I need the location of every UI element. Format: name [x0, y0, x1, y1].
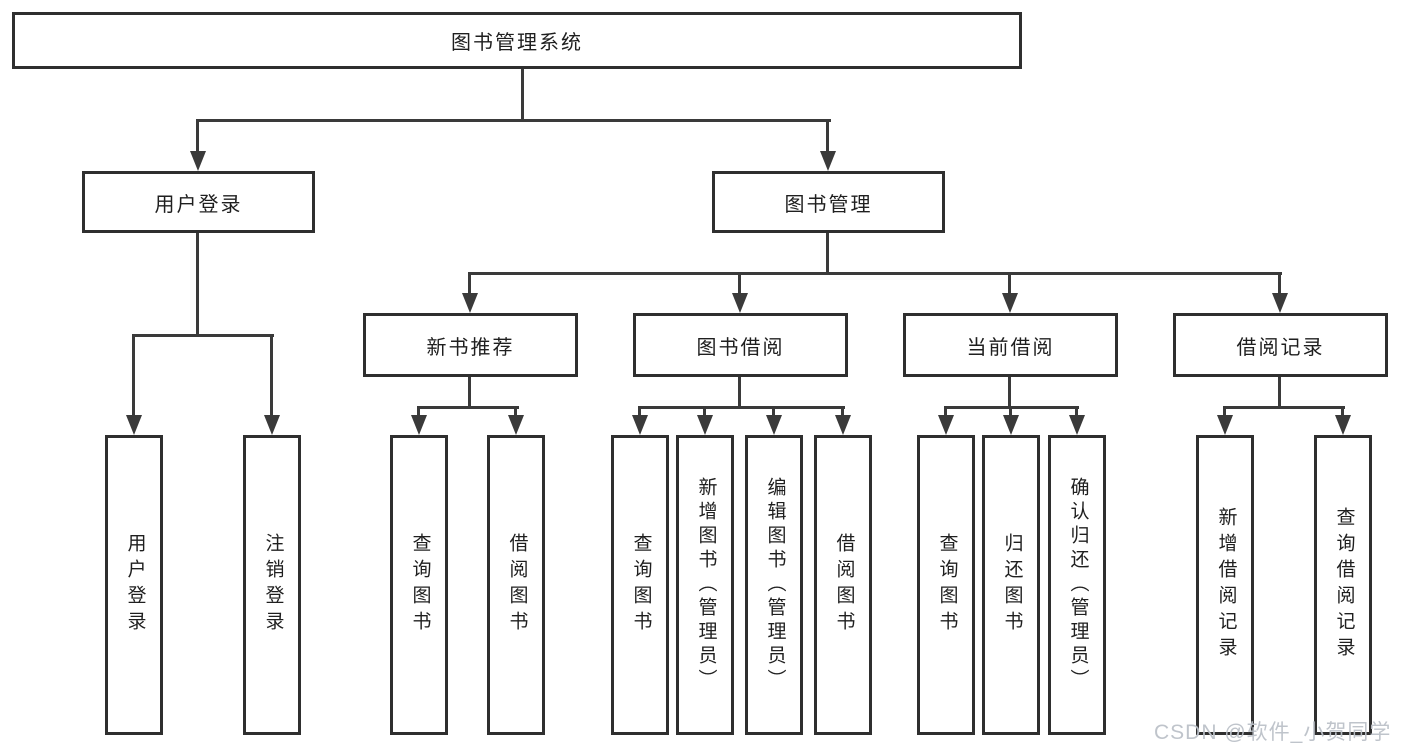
arrow-down-leaf-user-login [126, 415, 142, 435]
leaf-newbook-borrow-books-label: 借阅图书 [506, 533, 528, 637]
connector-nb-leaf2-drop [514, 406, 517, 418]
connector-bb-leaf2-drop [703, 406, 706, 418]
arrow-down-nb-query [411, 415, 427, 435]
connector-book-mgmt-drop [826, 119, 829, 154]
connector-login-leaf2-drop [270, 334, 273, 418]
connector-br-leaf2-drop [1341, 406, 1344, 418]
node-book-management-label: 图书管理 [784, 193, 873, 216]
leaf-bb-query-books: 查询图书 [611, 435, 669, 735]
leaf-cb-return-books: 归还图书 [982, 435, 1040, 735]
connector-nb-leaf1-drop [417, 406, 420, 418]
leaf-br-add-record-label: 新增借阅记录 [1215, 507, 1237, 663]
node-user-login: 用户登录 [82, 171, 315, 233]
leaf-user-login: 用户登录 [105, 435, 163, 735]
leaf-user-login-label: 用户登录 [124, 533, 146, 637]
leaf-br-add-record: 新增借阅记录 [1196, 435, 1254, 735]
connector-login-stem [196, 233, 199, 337]
leaf-newbook-query-books-label: 查询图书 [409, 533, 431, 637]
connector-cb-leaf1-drop [944, 406, 947, 418]
connector-bb-leaf4-drop [841, 406, 844, 418]
node-new-book-recommend-label: 新书推荐 [426, 336, 515, 359]
node-book-management: 图书管理 [712, 171, 945, 233]
connector-mgmt-bar [468, 272, 1282, 275]
leaf-cb-confirm-return-admin-label: 确认归还（管理员） [1067, 477, 1089, 693]
arrow-down-current [1002, 293, 1018, 313]
leaf-br-query-record-label: 查询借阅记录 [1333, 507, 1355, 663]
arrow-down-bb-edit [766, 415, 782, 435]
leaf-bb-borrow-books: 借阅图书 [814, 435, 872, 735]
arrow-down-borrow [732, 293, 748, 313]
leaf-cb-query-books: 查询图书 [917, 435, 975, 735]
leaf-cb-return-books-label: 归还图书 [1001, 533, 1023, 637]
leaf-cb-confirm-return-admin: 确认归还（管理员） [1048, 435, 1106, 735]
connector-bb-bar [638, 406, 845, 409]
node-root-label: 图书管理系统 [451, 32, 583, 54]
arrow-down-nb-borrow [508, 415, 524, 435]
node-current-borrow: 当前借阅 [903, 313, 1118, 377]
arrow-down-leaf-logout [264, 415, 280, 435]
connector-cb-leaf3-drop [1075, 406, 1078, 418]
connector-cb-stem [1008, 377, 1011, 409]
arrow-down-bb-query [632, 415, 648, 435]
arrow-down-br-query [1335, 415, 1351, 435]
connector-current-drop [1008, 272, 1011, 295]
connector-login-bar [132, 334, 274, 337]
leaf-br-query-record: 查询借阅记录 [1314, 435, 1372, 735]
connector-br-stem [1278, 377, 1281, 409]
connector-br-leaf1-drop [1223, 406, 1226, 418]
node-book-borrow: 图书借阅 [633, 313, 848, 377]
arrow-down-cb-confirm [1069, 415, 1085, 435]
leaf-cb-query-books-label: 查询图书 [936, 533, 958, 637]
arrow-down-records [1272, 293, 1288, 313]
arrow-down-bb-add [697, 415, 713, 435]
connector-records-drop [1278, 272, 1281, 295]
connector-bb-leaf1-drop [638, 406, 641, 418]
arrow-down-book-mgmt [820, 151, 836, 171]
leaf-bb-edit-books-admin: 编辑图书（管理员） [745, 435, 803, 735]
leaf-bb-add-books-admin: 新增图书（管理员） [676, 435, 734, 735]
arrow-down-cb-query [938, 415, 954, 435]
connector-login-leaf1-drop [132, 334, 135, 418]
node-new-book-recommend: 新书推荐 [363, 313, 578, 377]
leaf-bb-add-books-admin-label: 新增图书（管理员） [695, 477, 717, 693]
arrow-down-newbook [462, 293, 478, 313]
leaf-newbook-query-books: 查询图书 [390, 435, 448, 735]
node-user-login-label: 用户登录 [154, 193, 243, 216]
arrow-down-cb-return [1003, 415, 1019, 435]
connector-root-stem [521, 68, 524, 122]
connector-cb-leaf2-drop [1009, 406, 1012, 418]
connector-newbook-drop [468, 272, 471, 295]
leaf-bb-query-books-label: 查询图书 [630, 533, 652, 637]
leaf-logout: 注销登录 [243, 435, 301, 735]
connector-bb-leaf3-drop [772, 406, 775, 418]
node-root: 图书管理系统 [12, 12, 1022, 69]
node-current-borrow-label: 当前借阅 [966, 336, 1055, 359]
node-borrow-records: 借阅记录 [1173, 313, 1388, 377]
leaf-bb-borrow-books-label: 借阅图书 [833, 533, 855, 637]
connector-br-bar [1223, 406, 1345, 409]
connector-newbook-stem [468, 377, 471, 409]
connector-newbook-bar [417, 406, 519, 409]
csdn-watermark: CSDN @软件_小贺同学 [1154, 721, 1392, 744]
node-borrow-records-label: 借阅记录 [1236, 336, 1325, 359]
connector-root-bar [196, 119, 831, 122]
leaf-bb-edit-books-admin-label: 编辑图书（管理员） [764, 477, 786, 693]
connector-user-login-drop [196, 119, 199, 154]
leaf-logout-label: 注销登录 [262, 533, 284, 637]
arrow-down-user-login [190, 151, 206, 171]
connector-borrow-drop [738, 272, 741, 295]
arrow-down-br-add [1217, 415, 1233, 435]
connector-mgmt-stem [826, 233, 829, 275]
leaf-newbook-borrow-books: 借阅图书 [487, 435, 545, 735]
arrow-down-bb-borrow [835, 415, 851, 435]
connector-bb-stem [738, 377, 741, 409]
node-book-borrow-label: 图书借阅 [696, 336, 785, 359]
